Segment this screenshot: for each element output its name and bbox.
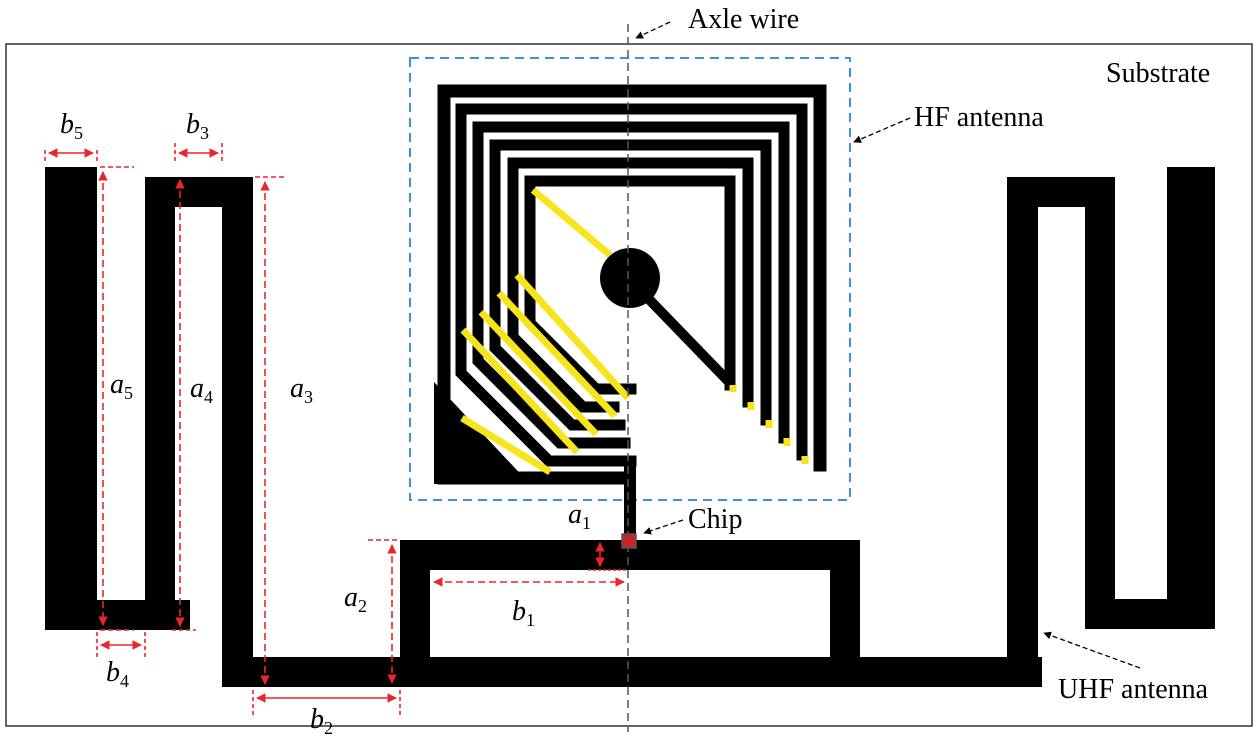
pointer-arrows [635, 21, 1141, 669]
dim-label-b3: b3 [186, 109, 209, 143]
axle-wire-label: Axle wire [688, 4, 799, 35]
hf-feed-line [624, 466, 636, 538]
chip-label: Chip [688, 504, 742, 535]
dim-label-b2: b2 [310, 704, 333, 738]
substrate-outline [5, 43, 1253, 727]
uhf-antenna [45, 167, 1215, 687]
uhf-antenna-label: UHF antenna [1058, 674, 1209, 705]
dim-label-b4: b4 [106, 657, 129, 691]
hf-center-arm [636, 286, 734, 387]
dim-label-b1: b1 [512, 596, 535, 630]
hf-antenna-label: HF antenna [914, 102, 1044, 133]
dim-label-a5: a5 [110, 369, 133, 403]
chip [621, 533, 637, 549]
dim-label-a4: a4 [190, 373, 213, 407]
dim-label-b5: b5 [60, 109, 83, 143]
hf-highlight-strips [460, 187, 809, 475]
dimension-lines [44, 143, 626, 716]
dim-label-a1: a1 [568, 499, 591, 533]
substrate-label: Substrate [1106, 58, 1210, 89]
dim-label-a3: a3 [290, 373, 313, 407]
dim-label-a2: a2 [344, 582, 367, 616]
